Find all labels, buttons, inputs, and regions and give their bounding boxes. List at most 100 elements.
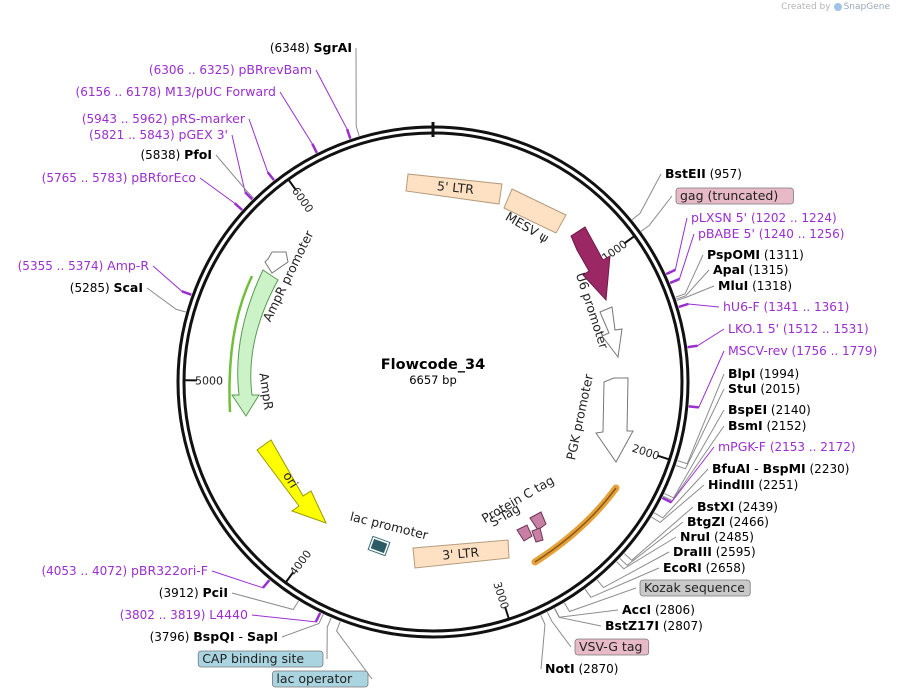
- bspei-label[interactable]: BspEI (2140): [728, 402, 811, 417]
- tick-label-6000: 6000: [289, 185, 316, 215]
- pfoi-name: PfoI: [184, 147, 212, 162]
- btgzi-label[interactable]: BtgZI (2466): [687, 514, 769, 529]
- stag-marker[interactable]: [516, 524, 533, 542]
- amp-r-label[interactable]: (5355 .. 5374) Amp-R: [18, 258, 150, 273]
- mpgk-f-name: mPGK-F: [718, 439, 766, 454]
- lko-1-5-primer-tick: [687, 344, 698, 349]
- hindiii-label[interactable]: HindIII (2251): [708, 477, 798, 492]
- noti-label[interactable]: NotI (2870): [545, 661, 618, 676]
- mesv-psi-feature[interactable]: [503, 188, 567, 234]
- mscv-rev-name: MSCV-rev: [728, 343, 788, 358]
- ampr-label: AmpR: [256, 372, 276, 411]
- pspomi-label[interactable]: PspOMI (1311): [707, 247, 804, 262]
- apai-pos: (1315): [745, 263, 789, 277]
- pgex-3-label[interactable]: (5821 .. 5843) pGEX 3': [89, 127, 228, 142]
- blpi-label[interactable]: BlpI (1994): [728, 366, 799, 381]
- m13-puc-forward-pos: (6156 .. 6178): [76, 85, 166, 99]
- hu6-f-text: hU6-F (1341 .. 1361): [723, 299, 849, 314]
- bfuai-bspmi-label[interactable]: BfuAI - BspMI (2230): [712, 461, 849, 476]
- hu6-f-primer-tick: [678, 302, 689, 309]
- ltr3-feature[interactable]: [412, 539, 510, 569]
- bspqi-sapi-leader: [281, 614, 324, 638]
- mscv-rev-pos: (1756 .. 1779): [788, 344, 878, 358]
- pbrrevbam-name: pBRrevBam: [238, 62, 312, 77]
- pfoi-leader: [215, 154, 254, 199]
- ampr-promoter-arrow[interactable]: [264, 251, 289, 274]
- hindiii-text: HindIII (2251): [708, 477, 798, 492]
- stag-marker-2[interactable]: [531, 527, 544, 543]
- btgzi-name: BtgZI: [687, 514, 725, 529]
- bspqi-sapi-sep: -: [234, 629, 246, 644]
- scai-pos: (5285): [70, 281, 114, 295]
- cap-binding-site-leader: [326, 617, 332, 660]
- pgex-3-name: pGEX 3': [179, 127, 228, 142]
- mpgk-f-pos: (2153 .. 2172): [766, 440, 856, 454]
- pbabe-5-primer-tick: [669, 277, 680, 285]
- stui-text: StuI (2015): [728, 381, 800, 396]
- ltr5-feature[interactable]: [405, 173, 503, 205]
- prs-marker-label[interactable]: (5943 .. 5962) pRS-marker: [82, 111, 246, 126]
- amp-r-text: (5355 .. 5374) Amp-R: [18, 258, 150, 273]
- mlui-label[interactable]: MluI (1318): [718, 278, 792, 293]
- pbr322ori-f-pos: (4053 .. 4072): [41, 564, 131, 578]
- bspqi-sapi-name: BspQI: [193, 629, 234, 644]
- tick-mark-3000: [504, 606, 510, 620]
- pcii-name: PciI: [202, 585, 228, 600]
- apai-label[interactable]: ApaI (1315): [713, 262, 788, 277]
- bfuai-bspmi-name2: BspMI: [763, 461, 806, 476]
- acci-label[interactable]: AccI (2806): [622, 602, 695, 617]
- lac-operator-label[interactable]: lac operator: [271, 670, 369, 688]
- ampr-arrow[interactable]: [231, 269, 279, 417]
- ecori-label[interactable]: EcoRI (2658): [663, 560, 746, 575]
- cap-binding-site-label[interactable]: CAP binding site: [197, 650, 324, 668]
- sgrai-leader: [355, 47, 360, 136]
- bstxi-label[interactable]: BstXI (2439): [697, 499, 778, 514]
- hindiii-name: HindIII: [708, 477, 755, 492]
- sgrai-label[interactable]: (6348) SgrAI: [270, 40, 352, 55]
- mlui-text: MluI (1318): [718, 278, 792, 293]
- credit-brand: SnapGene: [843, 2, 890, 12]
- orange-arc-feature[interactable]: [531, 484, 620, 566]
- stui-name: StuI: [728, 381, 757, 396]
- protein-c-tag-marker[interactable]: [529, 511, 547, 531]
- m13-puc-forward-label[interactable]: (6156 .. 6178) M13/pUC Forward: [76, 84, 276, 99]
- stui-label[interactable]: StuI (2015): [728, 381, 800, 396]
- tick-mark-6000: [287, 178, 297, 191]
- mscv-rev-label[interactable]: MSCV-rev (1756 .. 1779): [728, 343, 877, 358]
- u6-promoter-arrow[interactable]: [570, 226, 611, 302]
- l4440-name: L4440: [209, 607, 248, 622]
- mpgk-f-label[interactable]: mPGK-F (2153 .. 2172): [718, 439, 856, 454]
- bsteii-label[interactable]: BstEII (957): [665, 166, 742, 181]
- pbabe-5-label[interactable]: pBABE 5' (1240 .. 1256): [698, 226, 844, 241]
- nrui-label[interactable]: NruI (2485): [680, 529, 754, 544]
- pbrrevbam-label[interactable]: (6306 .. 6325) pBRrevBam: [149, 62, 312, 77]
- ori-arrow[interactable]: [256, 439, 327, 524]
- bsteii-pos: (957): [706, 167, 742, 181]
- bspqi-sapi-label[interactable]: (3796) BspQI - SapI: [150, 629, 278, 644]
- pspomi-leader: [675, 254, 704, 298]
- bstz17i-label[interactable]: BstZ17I (2807): [605, 618, 703, 633]
- kozak-sequence-label[interactable]: Kozak sequence: [639, 579, 751, 597]
- pbrforeco-label[interactable]: (5765 .. 5783) pBRforEco: [42, 170, 196, 185]
- btgzi-pos: (2466): [725, 515, 769, 529]
- pcii-label[interactable]: (3912) PciI: [159, 585, 228, 600]
- draiii-label[interactable]: DraIII (2595): [673, 544, 756, 559]
- lko-1-5-label[interactable]: LKO.1 5' (1512 .. 1531): [728, 321, 869, 336]
- l4440-label[interactable]: (3802 .. 3819) L4440: [120, 607, 248, 622]
- pbr322ori-f-label[interactable]: (4053 .. 4072) pBR322ori-F: [41, 563, 208, 578]
- plxsn-5-text: pLXSN 5' (1202 .. 1224): [691, 210, 837, 225]
- bsmi-label[interactable]: BsmI (2152): [728, 418, 806, 433]
- bfuai-bspmi-leader: [653, 468, 709, 519]
- outer-labels: BstEII (957) gag (truncated) pLXSN 5' (120…: [18, 40, 877, 688]
- pfoi-label[interactable]: (5838) PfoI: [140, 147, 212, 162]
- noti-text: NotI (2870): [545, 661, 618, 676]
- gag-truncated-label[interactable]: gag (truncated): [675, 187, 794, 205]
- u6-promoter-outline-arrow[interactable]: [599, 306, 623, 359]
- scai-label[interactable]: (5285) ScaI: [70, 280, 143, 295]
- vsv-g-tag-label[interactable]: VSV-G tag: [574, 638, 650, 656]
- plxsn-5-label[interactable]: pLXSN 5' (1202 .. 1224): [691, 210, 837, 225]
- mpgk-f-primer-tick: [661, 496, 672, 504]
- pgk-promoter-arrow[interactable]: [595, 377, 634, 463]
- pbrforeco-pos: (5765 .. 5783): [42, 171, 132, 185]
- hu6-f-label[interactable]: hU6-F (1341 .. 1361): [723, 299, 849, 314]
